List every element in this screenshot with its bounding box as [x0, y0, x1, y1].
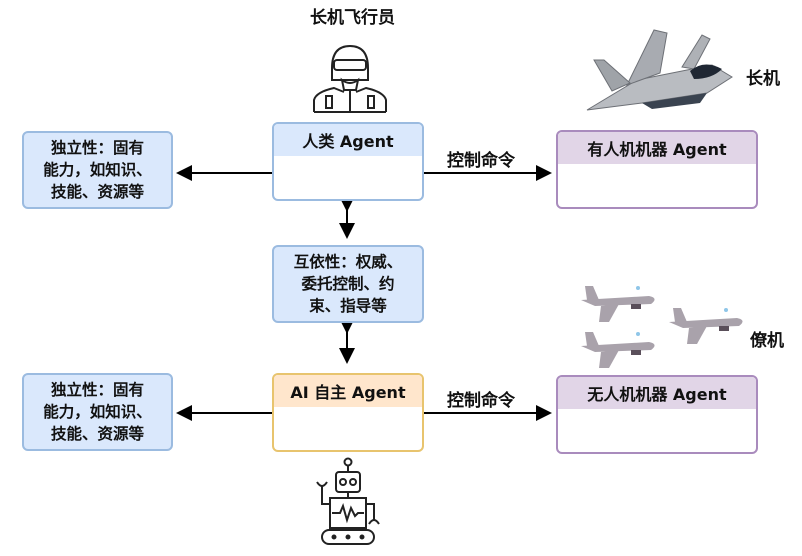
human-agent-box: 人类 Agent: [272, 122, 424, 201]
interdependence-note: 互依性：权威、 委托控制、约 束、指导等: [272, 245, 424, 323]
drone-icon: [669, 308, 743, 344]
pilot-icon: [310, 38, 390, 114]
lead-aircraft-label: 长机: [746, 69, 780, 89]
human-agent-title: 人类 Agent: [274, 124, 422, 156]
manned-machine-agent-title: 有人机机器 Agent: [558, 132, 756, 164]
drone-group-icon: [575, 282, 755, 372]
unmanned-machine-agent-title: 无人机机器 Agent: [558, 377, 756, 409]
drone-icon: [581, 286, 655, 322]
independence-note-bottom: 独立性：固有 能力，如知识、 技能、资源等: [22, 373, 173, 451]
wingman-label: 僚机: [750, 331, 784, 351]
ai-agent-box: AI 自主 Agent: [272, 373, 424, 452]
robot-icon: [312, 456, 384, 552]
command-label-bottom: 控制命令: [447, 391, 515, 411]
ai-agent-title: AI 自主 Agent: [274, 375, 422, 407]
independence-note-top: 独立性：固有 能力，如知识、 技能、资源等: [22, 131, 173, 209]
command-label-top: 控制命令: [447, 151, 515, 171]
fighter-jet-icon: [582, 25, 737, 120]
unmanned-machine-agent-box: 无人机机器 Agent: [556, 375, 758, 454]
pilot-label: 长机飞行员: [310, 8, 395, 28]
drone-icon: [581, 332, 655, 368]
manned-machine-agent-box: 有人机机器 Agent: [556, 130, 758, 209]
